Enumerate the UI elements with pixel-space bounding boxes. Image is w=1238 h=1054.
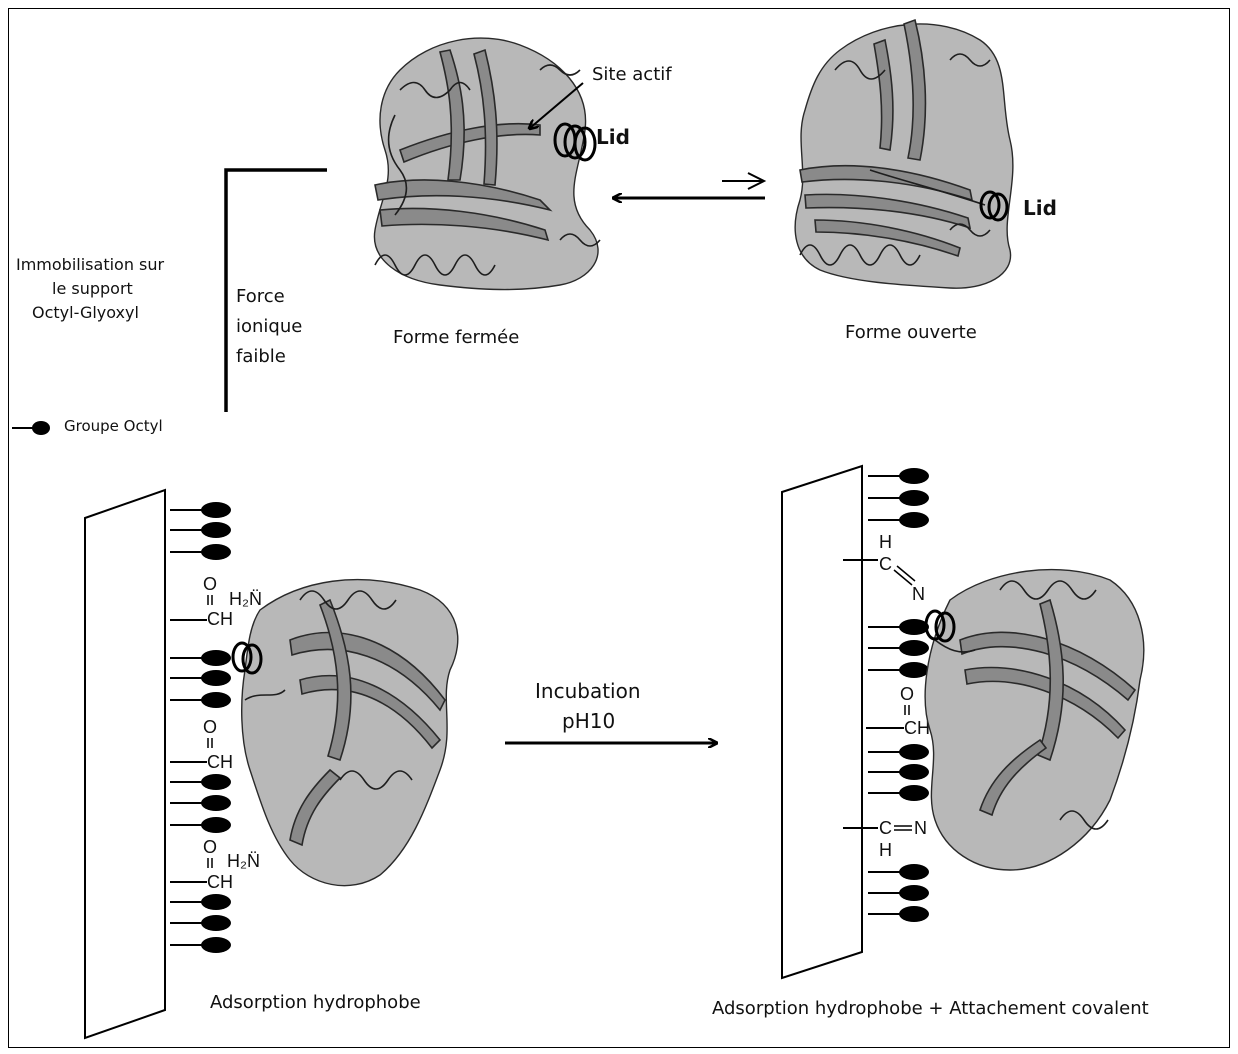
octyl-group bbox=[899, 785, 929, 801]
octyl-group bbox=[899, 468, 929, 484]
octyl-group bbox=[201, 544, 231, 560]
left-aldehyde-1: O CH H₂N̈ bbox=[170, 574, 262, 629]
support-left bbox=[85, 490, 165, 1038]
immobilisation-label-line1: Immobilisation sur bbox=[16, 255, 165, 274]
support-right bbox=[782, 466, 862, 978]
force-label-line2: ionique bbox=[236, 316, 302, 337]
octyl-group bbox=[201, 670, 231, 686]
left-aldehyde-3: O CH H₂N̈ bbox=[170, 837, 260, 892]
svg-text:H: H bbox=[879, 532, 892, 552]
octyl-group bbox=[899, 662, 929, 678]
forme-ouverte-label: Forme ouverte bbox=[845, 322, 977, 343]
svg-text:C: C bbox=[879, 554, 892, 574]
svg-text:O: O bbox=[203, 574, 217, 594]
octyl-group bbox=[201, 692, 231, 708]
octyl-group bbox=[899, 744, 929, 760]
svg-text:H₂N̈: H₂N̈ bbox=[227, 851, 260, 871]
right-aldehyde: O CH bbox=[866, 684, 930, 738]
octyl-group bbox=[899, 885, 929, 901]
left-aldehyde-2: O CH bbox=[170, 717, 233, 772]
octyl-group bbox=[201, 937, 231, 953]
octyl-group bbox=[201, 795, 231, 811]
octyl-group bbox=[899, 490, 929, 506]
force-label-line3: faible bbox=[236, 346, 286, 367]
adsorption-hydrophobe-label: Adsorption hydrophobe bbox=[210, 992, 421, 1013]
open-form-protein bbox=[795, 20, 1013, 288]
octyl-group bbox=[201, 522, 231, 538]
incubation-label-line2: pH10 bbox=[562, 709, 615, 733]
octyl-group bbox=[201, 774, 231, 790]
svg-text:C: C bbox=[879, 818, 892, 838]
svg-text:O: O bbox=[203, 837, 217, 857]
octyl-group bbox=[899, 640, 929, 656]
right-octyl-groups bbox=[868, 468, 929, 922]
svg-text:N: N bbox=[912, 584, 925, 604]
force-label-line1: Force bbox=[236, 286, 285, 307]
adsorption-covalent-label: Adsorption hydrophobe + Attachement cova… bbox=[712, 998, 1149, 1019]
svg-text:CH: CH bbox=[207, 872, 233, 892]
right-imine-1: H C N bbox=[843, 532, 925, 604]
svg-text:H₂N̈: H₂N̈ bbox=[229, 589, 262, 609]
octyl-group bbox=[201, 502, 231, 518]
right-imine-2: C H N bbox=[843, 818, 927, 860]
closed-form-protein bbox=[374, 38, 600, 289]
octyl-group bbox=[899, 764, 929, 780]
octyl-group bbox=[899, 619, 929, 635]
svg-text:CH: CH bbox=[904, 718, 930, 738]
left-protein bbox=[242, 580, 458, 886]
svg-text:H: H bbox=[879, 840, 892, 860]
lid-label-open: Lid bbox=[1023, 196, 1057, 220]
octyl-group bbox=[899, 512, 929, 528]
lid-label-closed: Lid bbox=[596, 125, 630, 149]
immobilisation-label-line2: le support bbox=[52, 279, 133, 298]
site-actif-label: Site actif bbox=[592, 64, 672, 85]
octyl-group bbox=[201, 894, 231, 910]
groupe-octyl-label: Groupe Octyl bbox=[64, 417, 163, 435]
groupe-octyl-symbol bbox=[12, 421, 50, 435]
octyl-group bbox=[899, 906, 929, 922]
svg-text:O: O bbox=[900, 684, 914, 704]
immobilisation-label-line3: Octyl-Glyoxyl bbox=[32, 303, 139, 322]
svg-text:CH: CH bbox=[207, 609, 233, 629]
incubation-label-line1: Incubation bbox=[535, 679, 641, 703]
svg-text:CH: CH bbox=[207, 752, 233, 772]
right-protein bbox=[925, 570, 1144, 870]
forme-fermee-label: Forme fermée bbox=[393, 327, 519, 348]
octyl-group bbox=[201, 650, 231, 666]
svg-text:N: N bbox=[914, 818, 927, 838]
octyl-group bbox=[899, 864, 929, 880]
octyl-group bbox=[201, 817, 231, 833]
svg-text:O: O bbox=[203, 717, 217, 737]
octyl-group bbox=[201, 915, 231, 931]
